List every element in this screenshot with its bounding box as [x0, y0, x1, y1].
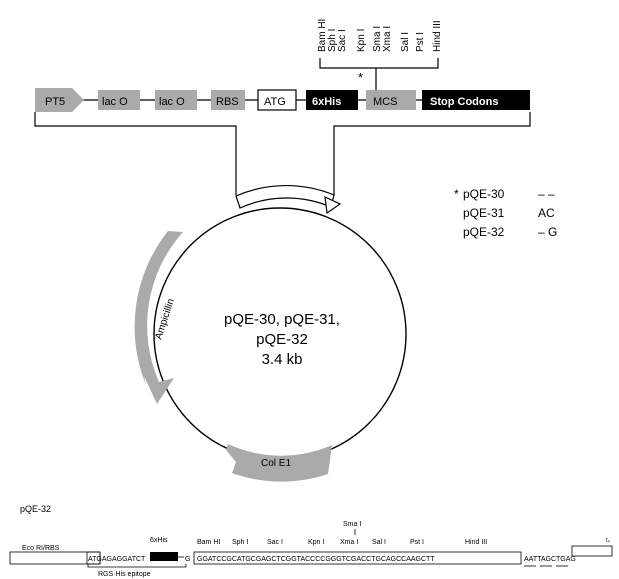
- rgs-bracket: [87, 564, 187, 568]
- mcs-label-smai: Sma I: [372, 26, 383, 52]
- legend-seq-1: AC: [538, 206, 555, 220]
- ampicillin-arc: [134, 231, 183, 404]
- site-label-xmai: Xma I: [340, 539, 358, 546]
- mcs-label-psti: Pst I: [415, 32, 426, 52]
- cole1-arc: [226, 444, 332, 482]
- mcs-bracket: [319, 58, 439, 90]
- rgs-label: RGS·His epitope: [98, 571, 151, 578]
- stop-label: Stop Codons: [430, 96, 498, 108]
- laco2-box: [155, 90, 197, 110]
- atg-label: ATG: [264, 96, 286, 108]
- his-seq-label: 6xHis: [150, 537, 168, 544]
- site-label-hindiii: Hind III: [465, 539, 487, 546]
- legend-name-2: pQE-32: [463, 225, 505, 239]
- legend-name-0: pQE-30: [463, 187, 505, 201]
- laco1-label: lac O: [102, 96, 128, 108]
- rbs-box: [211, 90, 245, 110]
- mcs-site-labels: Bam HI Sph I Sac I Kpn I Sma I Xma I Sal…: [317, 19, 443, 52]
- mcs-label-sphi: Sph I: [327, 29, 338, 52]
- mcs-box: [366, 90, 416, 110]
- his-label: 6xHis: [312, 96, 341, 108]
- his-seq-box: [150, 552, 178, 561]
- mcs-seq-box: [193, 551, 522, 565]
- site-labels: Bam HI Sph I Sac I Kpn I Sma I Xma I Sal…: [197, 521, 487, 546]
- mcs-label-xmai: Xma I: [382, 26, 393, 52]
- site-label-psti: Pst I: [410, 539, 424, 546]
- seq-g: G: [185, 556, 190, 563]
- pt5-arrow: [35, 88, 84, 112]
- t0-label: t₀: [606, 538, 611, 544]
- mcs-label-hindiii: Hind III: [432, 20, 443, 52]
- legend-seq-2: – G: [538, 225, 557, 239]
- his-box: [306, 90, 358, 110]
- t0-box: [571, 545, 613, 557]
- insert-arc: [235, 185, 335, 209]
- cole1-label: Col E1: [261, 458, 291, 469]
- mcs-label-bamhi: Bam HI: [317, 19, 328, 52]
- laco2-label: lac O: [159, 96, 185, 108]
- legend-star: *: [454, 187, 459, 201]
- mcs-label: MCS: [373, 96, 397, 108]
- site-label-sphi: Sph I: [232, 539, 248, 546]
- plasmid-size: 3.4 kb: [262, 351, 303, 368]
- insert-arc-head: [324, 195, 342, 215]
- atg-underline-box: [86, 551, 101, 565]
- ecori-box: [9, 551, 101, 565]
- site-label-smai: Sma I: [343, 521, 361, 528]
- variant-legend: * pQE-30 – – pQE-31 AC pQE-32 – G: [454, 187, 557, 239]
- legend-seq-0: – –: [538, 187, 555, 201]
- site-label-sali: Sal I: [372, 539, 386, 546]
- ampicillin-label: Ampicillin: [153, 297, 177, 341]
- plasmid-name-line2: pQE-32: [256, 331, 308, 348]
- mcs-label-kpni: Kpn I: [356, 29, 367, 52]
- site-label-bamhi: Bam HI: [197, 539, 220, 546]
- pt5-label: PT5: [45, 96, 65, 108]
- ecori-label: Eco RI/RBS: [22, 545, 60, 552]
- plasmid-name-line1: pQE-30, pQE-31,: [224, 311, 340, 328]
- legend-name-1: pQE-31: [463, 206, 505, 220]
- mcs-label-saci: Sac I: [337, 29, 348, 52]
- mcs-star: *: [358, 70, 363, 85]
- rbs-label: RBS: [216, 96, 239, 108]
- cassette-elements: PT5 lac O lac O RBS ATG 6xHis MCS Stop C…: [35, 88, 530, 112]
- stop-box: [422, 90, 530, 110]
- atg-box: [257, 89, 297, 111]
- cassette-to-plasmid-lines: [34, 112, 531, 195]
- seq-mcs: GGATCCGCATGCGAGCTCGGTACCCCGGGTCGACCTGCAG…: [197, 556, 435, 563]
- site-label-kpni: Kpn I: [308, 539, 324, 546]
- seq-stop: AATTAGCTGAG: [524, 556, 576, 563]
- site-label-saci: Sac I: [267, 539, 283, 546]
- laco1-box: [98, 90, 140, 110]
- mcs-label-sali: Sal I: [400, 32, 411, 52]
- sequence-title: pQE-32: [20, 504, 51, 514]
- seq-left: ATGAGAGGATCT: [88, 556, 146, 563]
